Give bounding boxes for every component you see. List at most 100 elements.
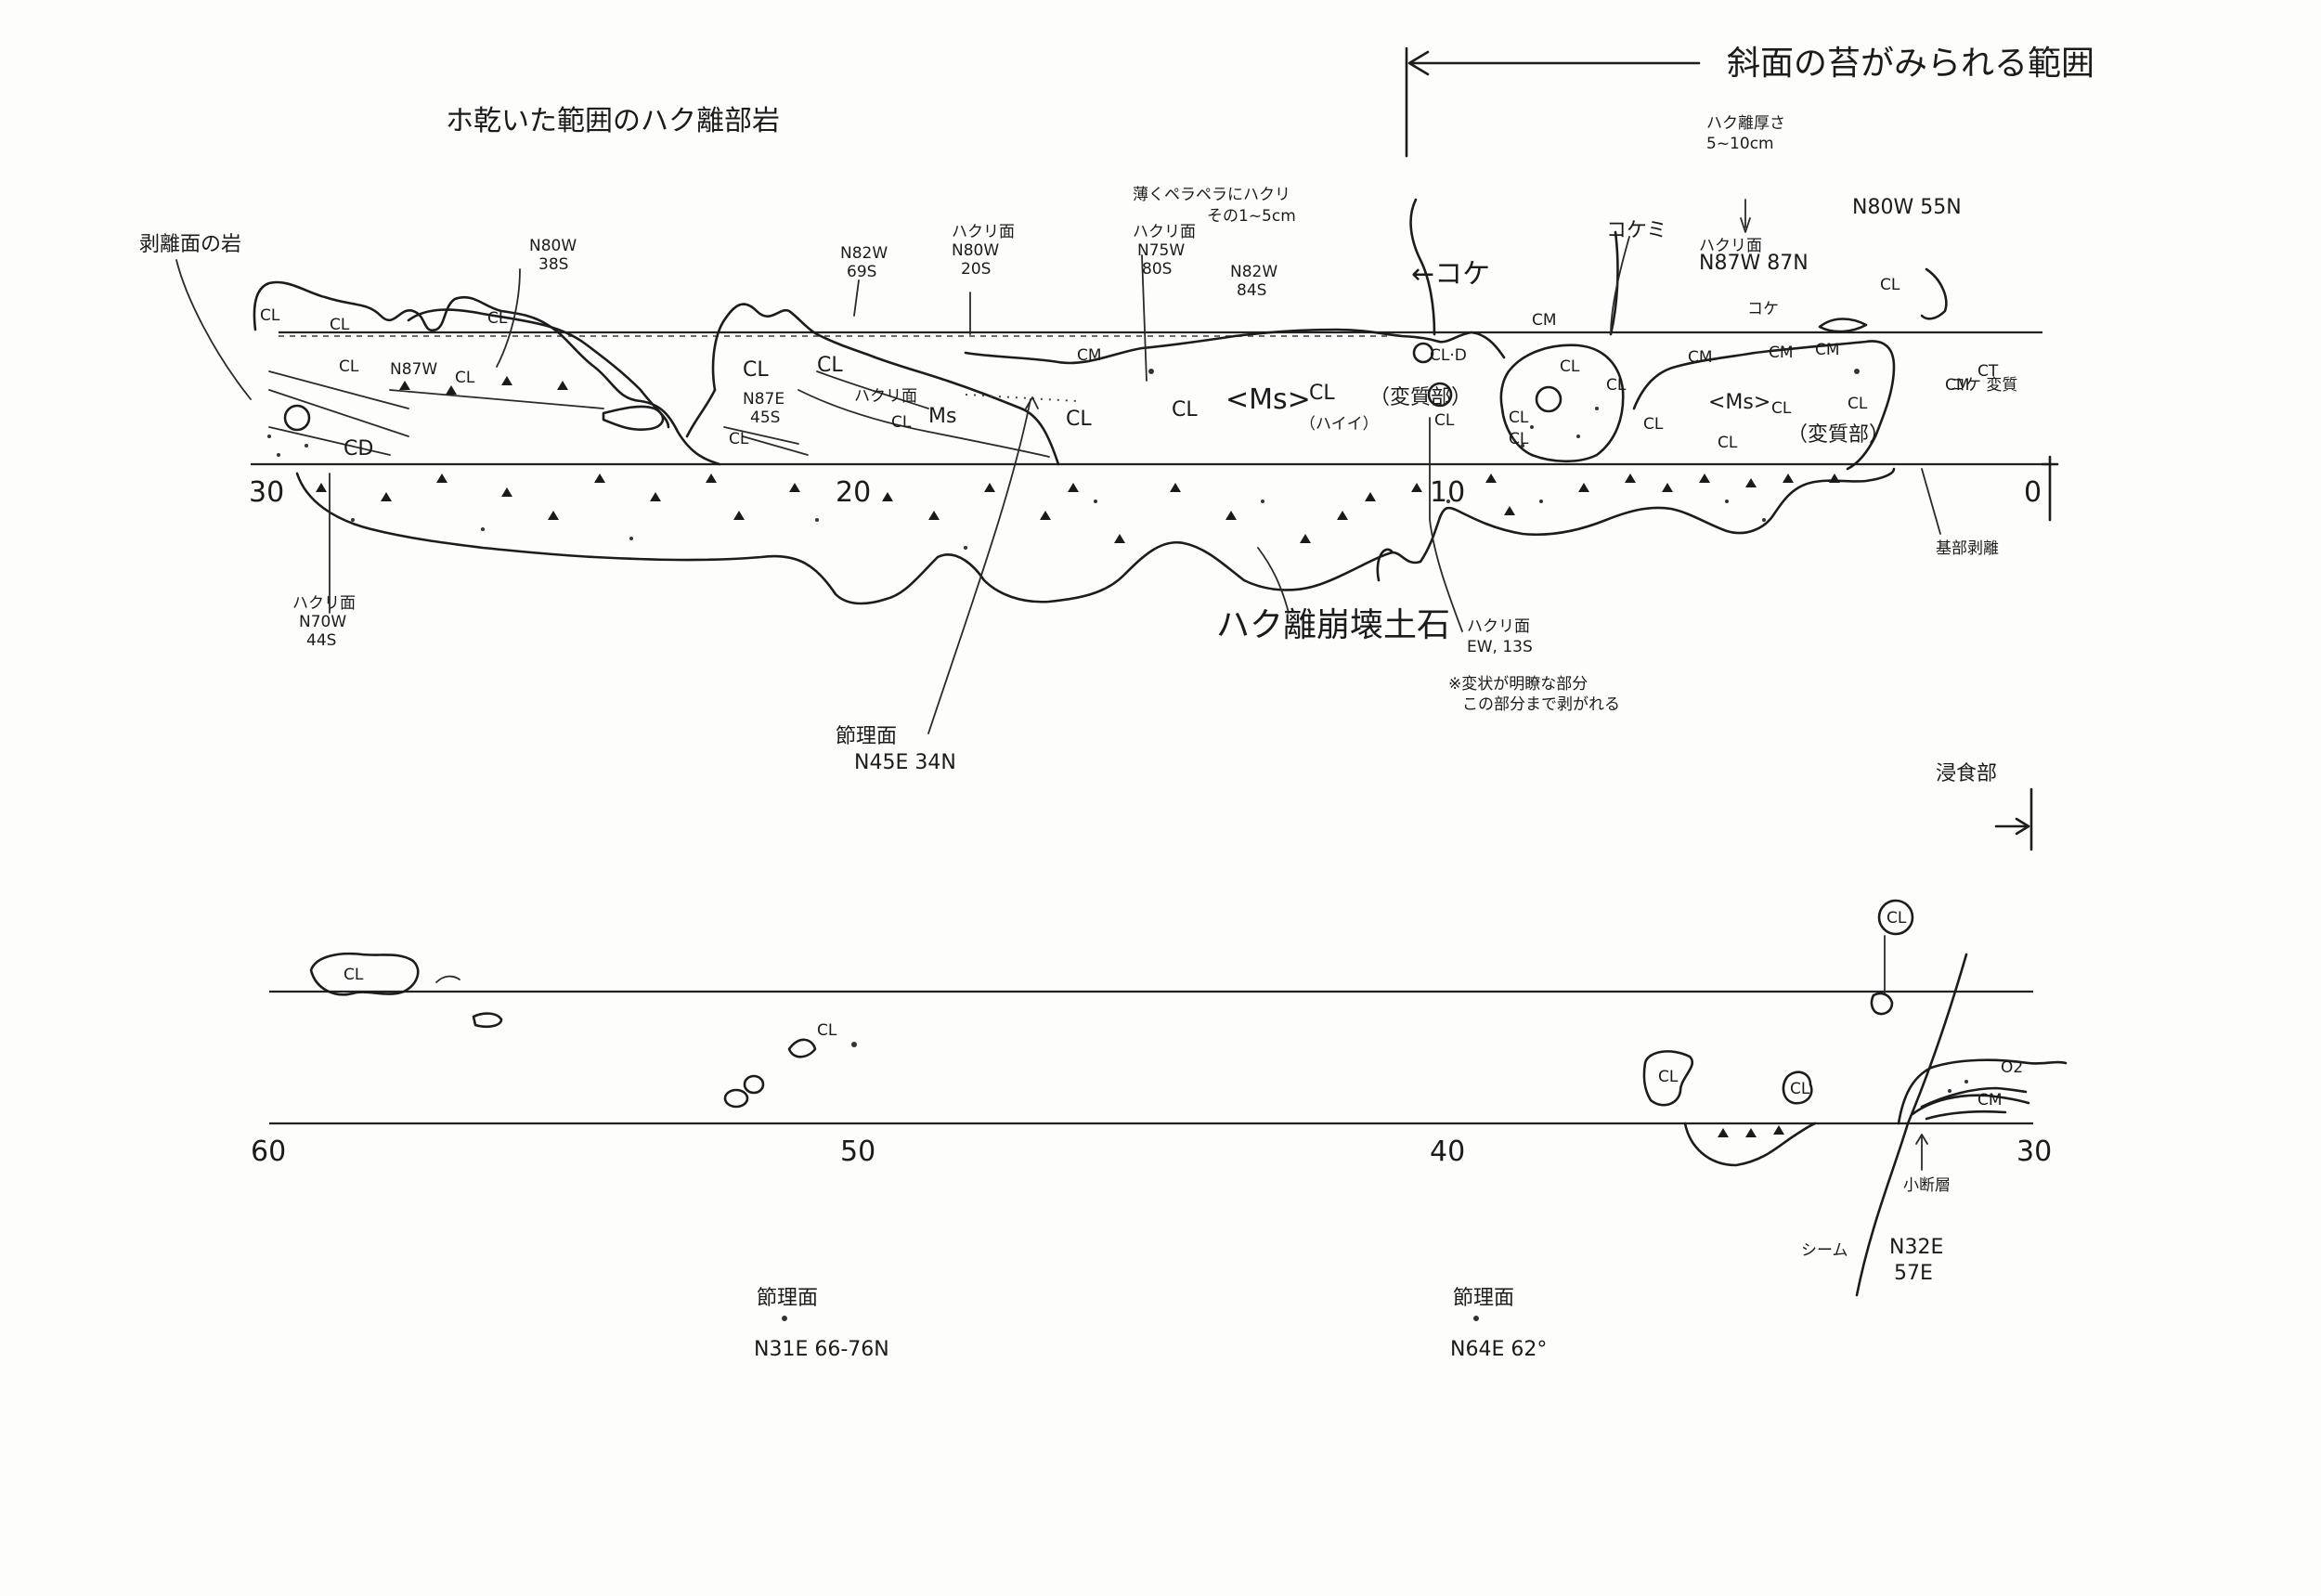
class-cl: CL: [1643, 415, 1664, 434]
lower-rock-small-box: [1870, 992, 1894, 1016]
upper-altered-body-circle: [1499, 344, 1625, 463]
class-cl: CL: [330, 316, 350, 334]
class-cl: CL: [729, 430, 749, 448]
talus-dots: [267, 369, 1860, 550]
label-joint-1: 節理面: [836, 725, 897, 748]
class-ct: CT: [1977, 362, 1999, 381]
upper-circle-marker-cl: [1412, 342, 1434, 364]
lower-circle-cl: [1877, 899, 1914, 936]
class-cl: CL: [1509, 430, 1529, 448]
upper-circle-marker-2: [1535, 385, 1562, 413]
label-marker-right: 浸食部: [1936, 762, 1997, 785]
lower-class-cl-circle: CL: [1887, 909, 1907, 928]
label-peel-bl-2: N70W: [299, 613, 346, 631]
label-peel-n80w-3: 20S: [961, 260, 991, 279]
class-cl: CL: [1560, 357, 1580, 376]
label-n32e-1: N32E: [1889, 1236, 1943, 1259]
label-koke-henshitsu: コケ 変質: [1950, 376, 2017, 395]
strike-line-5: [723, 426, 799, 445]
lower-rock-cl-left: [309, 952, 420, 996]
label-ew-note-4: この部分まで剥がれる: [1462, 695, 1620, 714]
strike-line-8: [816, 370, 929, 409]
leader-kokemi: [1610, 236, 1630, 335]
label-peel-n75w-3: 80S: [1142, 260, 1172, 279]
class-cd: CD: [344, 437, 373, 461]
label-thin-peel-1: 薄くペラペラにハクリ: [1133, 186, 1290, 204]
class-cl: CL: [487, 309, 508, 328]
lower-talus-triangle: [1718, 1128, 1729, 1137]
class-cm: CM: [1688, 348, 1713, 367]
class-cm: CM: [1769, 344, 1794, 362]
label-n80w-55n: N80W 55N: [1852, 196, 1962, 219]
class-cl: CL: [339, 357, 359, 376]
label-joint-b-1: 節理面: [1453, 1287, 1514, 1310]
moss-range-arrowhead: [1407, 50, 1430, 76]
class-cm: CM: [1945, 376, 1970, 395]
label-ew-note-2: EW, 13S: [1467, 638, 1533, 656]
joint-b-dot: [1473, 1316, 1479, 1321]
class-cm: CM: [1532, 311, 1557, 330]
strike-line-6: [742, 435, 809, 456]
label-peel-n75w-1: ハクリ面: [1133, 223, 1196, 241]
label-n82w-84s-2: 84S: [1237, 281, 1266, 300]
class-cl: CL: [1606, 376, 1627, 395]
label-peel-n80w-2: N80W: [952, 241, 999, 260]
class-cl: CL: [1066, 408, 1092, 431]
talus-outline: [295, 467, 1896, 605]
upper-tick-0: 0: [2024, 476, 2042, 509]
leader-ew-note: [1429, 417, 1463, 632]
label-n82w-69s-1: N82W: [840, 244, 888, 263]
lower-small-fault-arrowhead: [1915, 1134, 1928, 1145]
strike-line-1: [268, 370, 409, 409]
talus-notch: [1376, 548, 1394, 582]
label-base-peel: 基部剥離: [1936, 539, 1999, 558]
label-koke2: コケ: [1747, 300, 1779, 318]
label-ms-2: <Ms>: [1708, 391, 1770, 414]
upper-tick-10: 10: [1430, 476, 1465, 509]
lower-outcrop-layer-3: [1925, 1109, 2007, 1121]
upper-mid-left-outline: [711, 303, 1060, 466]
label-peel-n80w-1: ハクリ面: [952, 223, 1015, 241]
lower-outcrop-top: [1897, 1058, 2068, 1125]
class-cm: CM: [1815, 341, 1840, 359]
lower-rock-cl-2: [1782, 1070, 1813, 1105]
label-left-mark: 剥離面の岩: [139, 233, 241, 256]
label-koke: ←コケ: [1411, 258, 1490, 291]
joint-a-dot: [782, 1316, 787, 1321]
marker-right-arrowhead: [2015, 817, 2030, 836]
class-cl: CL: [1880, 276, 1900, 294]
label-n32e-2: 57E: [1894, 1262, 1933, 1285]
label-peel-bl-3: 44S: [306, 631, 336, 650]
upper-left-inner-lens: [407, 308, 670, 429]
dotted-line-upper: [965, 394, 1078, 402]
label-peel-face-small: ハクリ面: [854, 387, 917, 406]
class-cl: CL: [1718, 434, 1738, 452]
lower-talus-triangle: [1773, 1125, 1784, 1135]
title-left: ホ乾いた範囲のハク離部岩: [446, 105, 780, 137]
leader-left-mark: [175, 259, 252, 400]
upper-koke-bracket: [1409, 198, 1436, 336]
label-joint-a-1: 節理面: [757, 1287, 818, 1310]
strike-line-3: [268, 426, 391, 456]
label-ew-note-1: ハクリ面: [1467, 617, 1530, 636]
upper-right-body-outline: [1632, 340, 1896, 471]
class-cl: CL: [1434, 411, 1455, 430]
class-cld: CL·D: [1430, 346, 1467, 365]
class-cl: CL: [1172, 398, 1198, 422]
leader-base-peel: [1921, 468, 1941, 535]
upper-class-labels: CL CL CL CL CL CD CL CL CL CL CL CM CL C…: [260, 276, 1999, 461]
lower-outcrop-dot: [1948, 1089, 1951, 1093]
label-haiai: （ハイイ）: [1300, 415, 1379, 434]
label-n80w-38s-1: N80W: [529, 237, 577, 255]
lower-pebble-1: [472, 1012, 503, 1029]
class-cl: CL: [455, 369, 475, 387]
lower-class-cl-left: CL: [344, 966, 364, 984]
label-hensekishitsu: （変質部）: [1369, 386, 1472, 409]
label-thin-peel-2: その1~5cm: [1207, 207, 1296, 226]
lower-outcrop-dot: [1964, 1080, 1968, 1083]
leader-n80w-38s: [496, 268, 521, 368]
label-n87e-2: 45S: [750, 409, 780, 427]
lower-pebble-3: [743, 1074, 765, 1095]
